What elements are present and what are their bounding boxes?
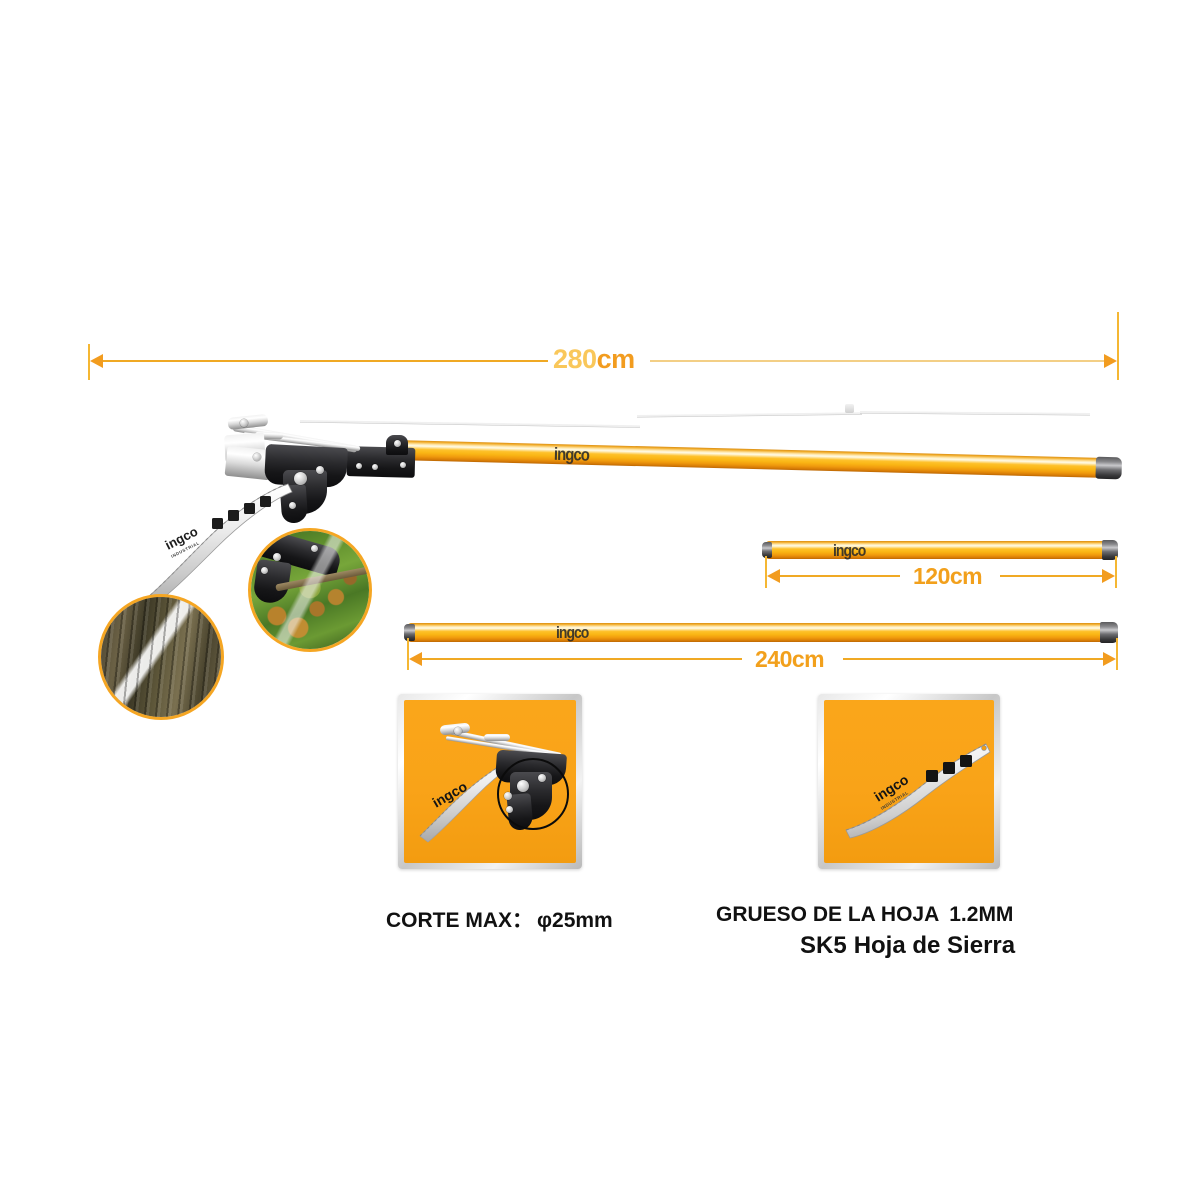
arrow-right-240 — [1103, 652, 1116, 666]
blade-thickness-value: 1.2MM — [949, 903, 1014, 926]
arrow-right-120 — [1102, 569, 1115, 583]
panel2-saw-blade: ingco INDUSTRIAL — [845, 743, 991, 839]
blade-material-name: Hoja de Sierra — [853, 932, 1016, 959]
photo-inset-fruit-branch — [248, 528, 372, 652]
panel1-highlight-circle — [497, 758, 569, 830]
dim-line-280-left — [103, 360, 548, 362]
feature-panel-blade-spec: ingco INDUSTRIAL — [818, 694, 1000, 869]
main-pole-group: ingco — [395, 432, 1127, 484]
arrow-right-280 — [1104, 354, 1117, 368]
rope-stopper — [845, 404, 854, 413]
pull-rope-2 — [636, 412, 862, 417]
panel-cut-capacity-inner: ingco — [404, 700, 576, 863]
inset-rivet-3 — [311, 545, 318, 552]
extension-line-right-280 — [1117, 312, 1119, 380]
pull-rope-3 — [859, 411, 1090, 416]
dim-line-120-left — [780, 575, 900, 577]
rivet-upper-pivot — [240, 419, 248, 427]
dim-label-280: 280cm — [553, 344, 635, 375]
pull-rope — [299, 420, 640, 428]
rivet-jaw-pivot-main — [294, 472, 307, 485]
pole-long-brand-logo: ingco — [556, 622, 589, 642]
blade-material-code: SK5 — [800, 932, 847, 959]
dim-label-240: 240cm — [755, 646, 825, 672]
pole-short-brand-logo: ingco — [833, 540, 866, 560]
panel1-saw-blade: ingco — [419, 751, 534, 843]
pole-short-cap-right — [1102, 540, 1118, 560]
cut-capacity-value: φ25mm — [537, 909, 613, 932]
inset-pruner-jaw — [251, 531, 343, 578]
rivet-jaw-4 — [253, 453, 261, 461]
inset-rivet-1 — [273, 553, 281, 561]
arrow-left-240 — [409, 652, 422, 666]
rivet-jaw-2 — [289, 502, 296, 509]
caption-blade-thickness: GRUESO DE LA HOJA 1.2MM — [716, 903, 1013, 927]
inset-rivet-2 — [261, 567, 268, 574]
dim-line-120-right — [1000, 575, 1102, 577]
inset-branch — [275, 565, 369, 592]
extension-pole-short — [766, 541, 1114, 559]
foliage-photo — [251, 531, 369, 649]
extension-line-right-120 — [1115, 556, 1117, 588]
dim-280-unit: cm — [596, 344, 636, 374]
extension-line-right-240 — [1116, 638, 1118, 670]
rivet-bracket-3 — [372, 464, 378, 470]
arrow-left-280 — [90, 354, 103, 368]
pole-long-cap-right — [1100, 622, 1118, 643]
dim-line-240-right — [843, 658, 1103, 660]
blade-thickness-label: GRUESO DE LA HOJA — [716, 903, 940, 926]
extension-line-left-280 — [88, 344, 90, 380]
rivet-bracket-2 — [356, 463, 362, 469]
bark-photo — [101, 597, 221, 717]
rivet-jaw-3 — [316, 466, 324, 474]
extension-pole-long — [408, 623, 1114, 642]
rivet-bracket-4 — [400, 462, 406, 468]
panel-blade-inner: ingco INDUSTRIAL — [824, 700, 994, 863]
inset-pruner-hook — [252, 558, 292, 606]
rivet-bracket-1 — [394, 440, 401, 447]
dim-line-240-left — [422, 658, 742, 660]
saw-blade: ingco INDUSTRIAL — [135, 483, 293, 611]
caption-cut-capacity: CORTE MAX：φ25mm — [386, 904, 613, 934]
dim-280-number: 280 — [553, 344, 597, 374]
extension-line-left-240 — [407, 638, 409, 670]
photo-inset-bark-cut — [98, 594, 224, 720]
main-pole — [395, 440, 1108, 479]
panel1-link-cap — [484, 734, 510, 741]
panel1-rivet-top — [454, 727, 462, 735]
cut-capacity-label: CORTE MAX： — [386, 909, 533, 932]
arrow-left-120 — [767, 569, 780, 583]
main-pole-end-cap — [1095, 456, 1123, 480]
feature-panel-cut-capacity: ingco — [398, 694, 582, 869]
pole-long-cap-left — [404, 624, 415, 641]
pole-short-cap-left — [762, 542, 772, 558]
extension-line-left-120 — [765, 556, 767, 588]
pole-brand-logo: ingco — [553, 444, 590, 466]
dim-line-280-right — [650, 360, 1104, 362]
dim-label-120: 120cm — [913, 563, 983, 589]
